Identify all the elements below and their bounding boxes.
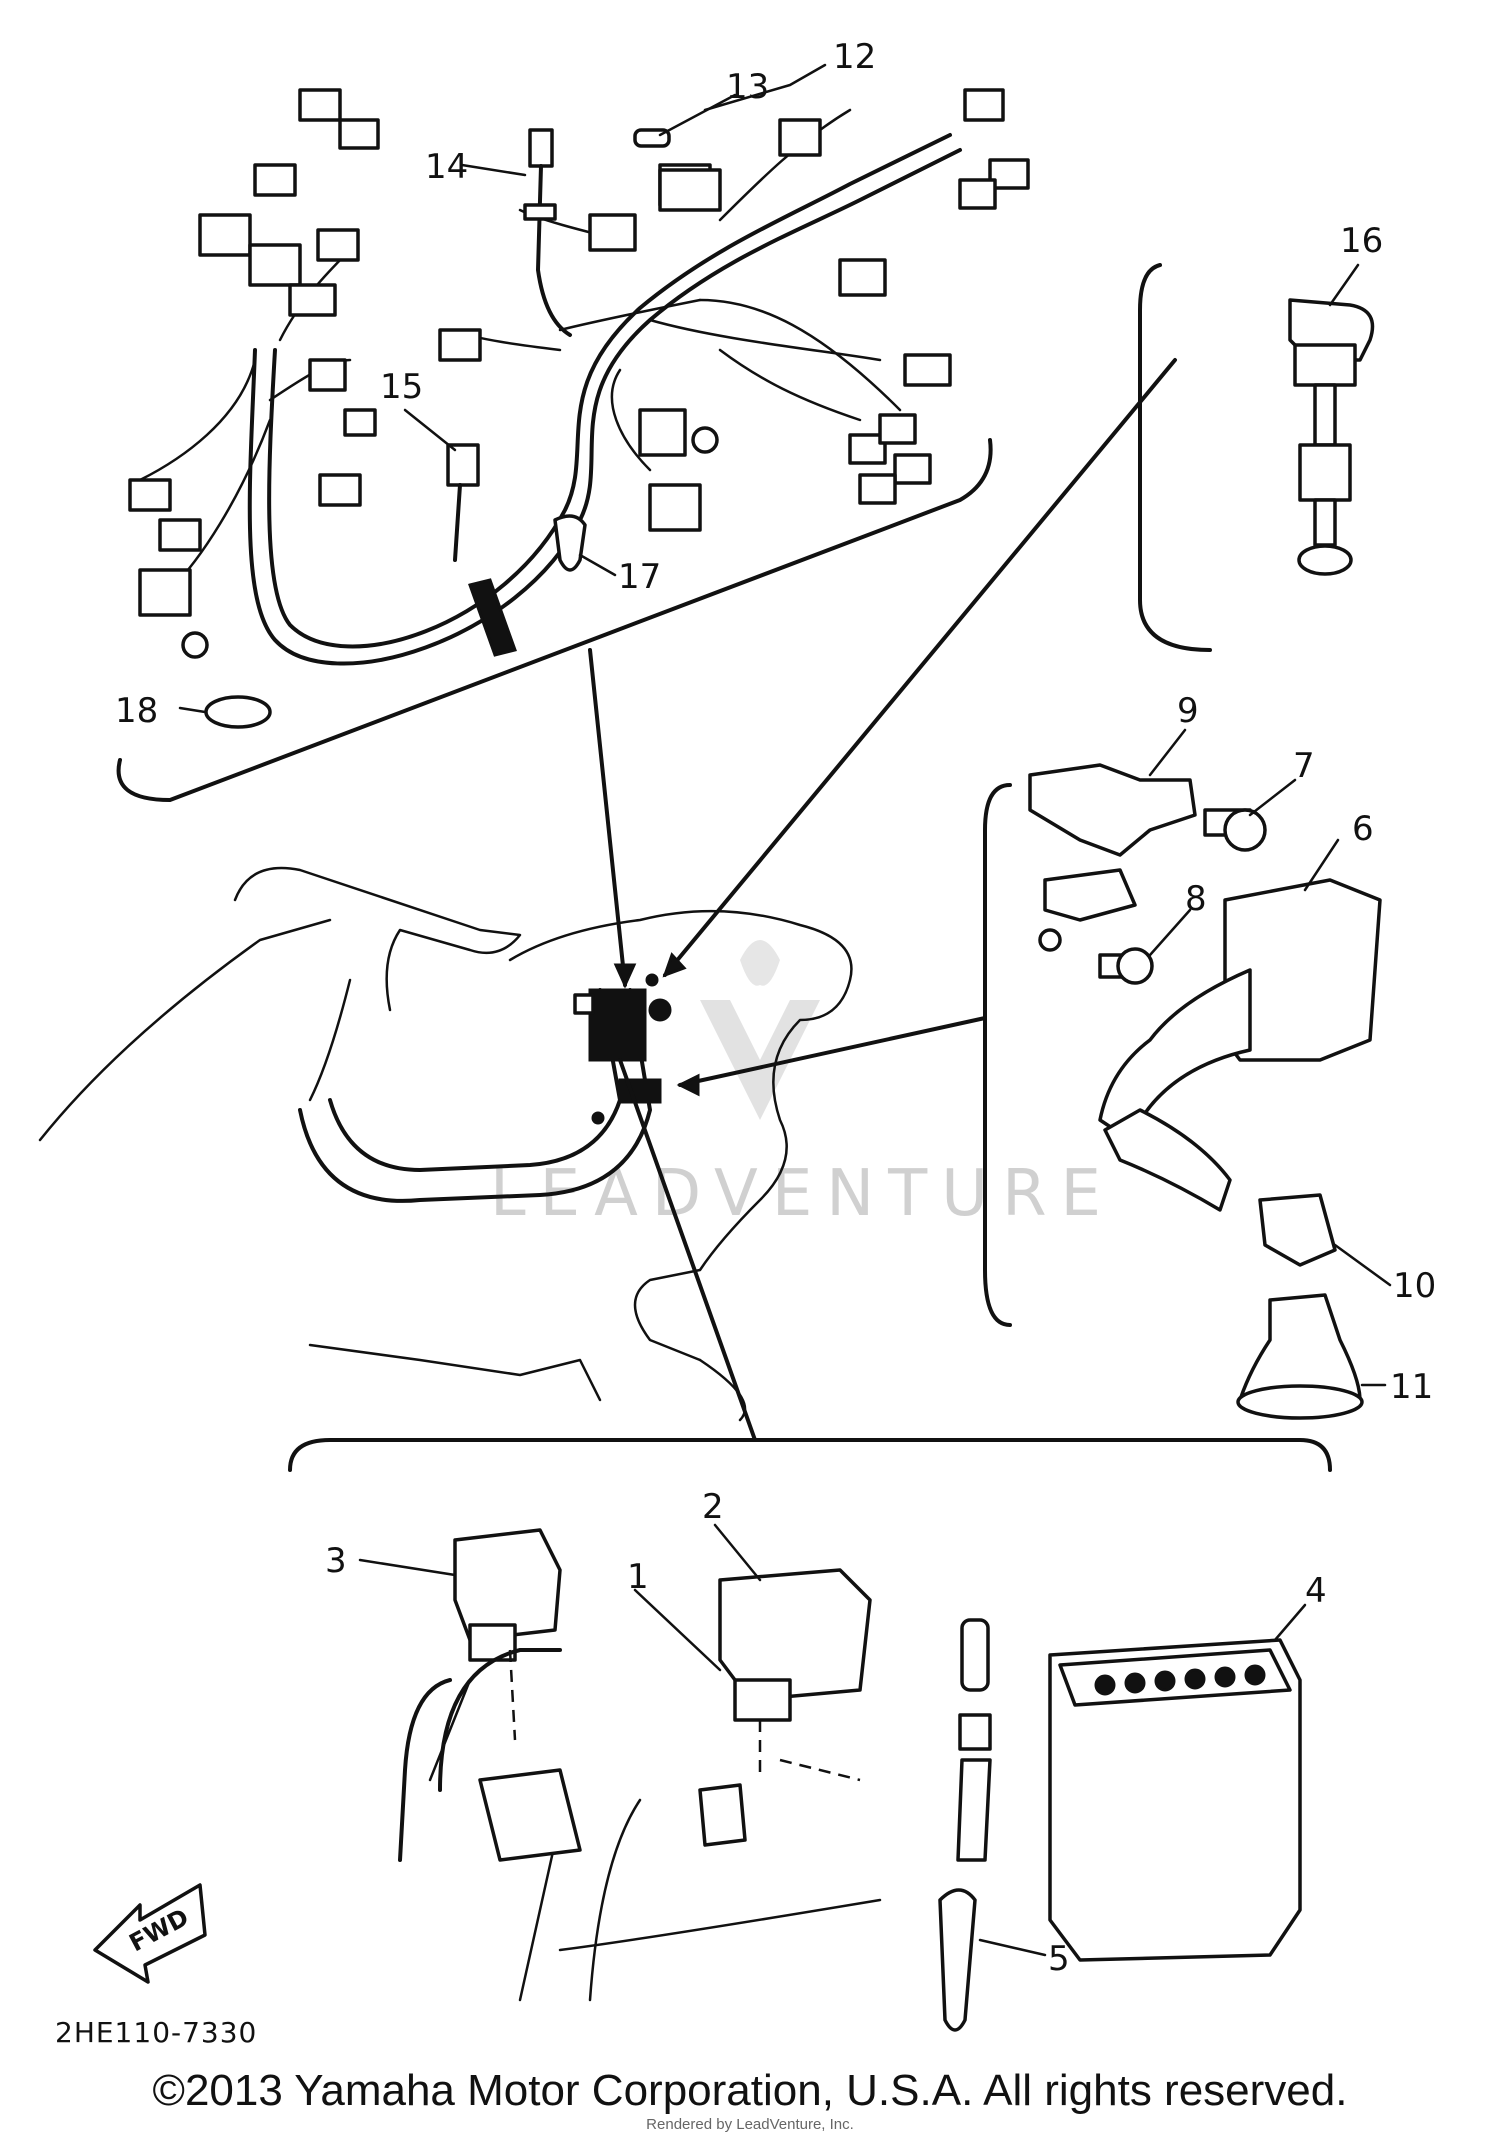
callout-10: 10	[1393, 1266, 1436, 1306]
callout-13: 13	[726, 67, 769, 107]
harness-group-bracket	[116, 438, 993, 802]
clip-part-17	[553, 514, 587, 572]
bottom-group	[288, 1438, 1332, 2032]
connector-cluster-right	[438, 88, 1030, 532]
callout-leaders	[178, 63, 1392, 1957]
part-16-group	[1138, 263, 1375, 652]
part-callouts: 1 2 3 4 5 6 7 8 9 10 11 12 13 14 15 16 1…	[115, 37, 1436, 1979]
callout-8: 8	[1185, 879, 1207, 919]
rendered-by-note: Rendered by LeadVenture, Inc.	[646, 2116, 854, 2133]
terminal-part-10	[1258, 1193, 1337, 1267]
unit-part-1-2	[718, 1568, 872, 1722]
battery-part-4	[1048, 1638, 1302, 1962]
callout-16: 16	[1340, 221, 1383, 261]
callout-3: 3	[325, 1541, 347, 1581]
callout-12: 12	[833, 37, 876, 77]
callout-9: 9	[1177, 691, 1199, 731]
callout-18: 18	[115, 691, 158, 731]
wire-harness-group	[116, 88, 1030, 802]
callout-15: 15	[380, 367, 423, 407]
relay-part-3	[453, 1528, 562, 1662]
callout-6: 6	[1352, 809, 1374, 849]
copyright-notice: ©2013 Yamaha Motor Corporation, U.S.A. A…	[152, 2066, 1348, 2115]
callout-7: 7	[1293, 746, 1315, 786]
breather-hose-part-5	[938, 1618, 992, 2032]
callout-1: 1	[627, 1557, 649, 1597]
callout-11: 11	[1390, 1367, 1433, 1407]
bolt-part-7	[1203, 808, 1267, 852]
fuse-part-13	[633, 128, 722, 212]
callout-2: 2	[702, 1487, 724, 1527]
callout-17: 17	[618, 557, 661, 597]
callout-5: 5	[1048, 1939, 1070, 1979]
vehicle-outline	[38, 866, 853, 1422]
callout-4: 4	[1305, 1571, 1327, 1611]
band-part-14	[523, 128, 572, 337]
watermark-text: LEADVENTURE	[490, 1157, 1115, 1231]
figure-code: 2HE110-7330	[55, 2016, 257, 2049]
relay-part-6	[1098, 878, 1382, 1212]
connector-cluster-left	[128, 88, 380, 659]
callout-14: 14	[425, 147, 468, 187]
bolt-part-8	[1098, 947, 1154, 985]
parts-6-11-group	[983, 763, 1382, 1420]
band-part-18	[204, 695, 272, 729]
clamp-part-15	[446, 443, 517, 657]
pointer-lines	[588, 358, 1177, 1442]
fwd-arrow: FWD	[93, 1883, 207, 1984]
